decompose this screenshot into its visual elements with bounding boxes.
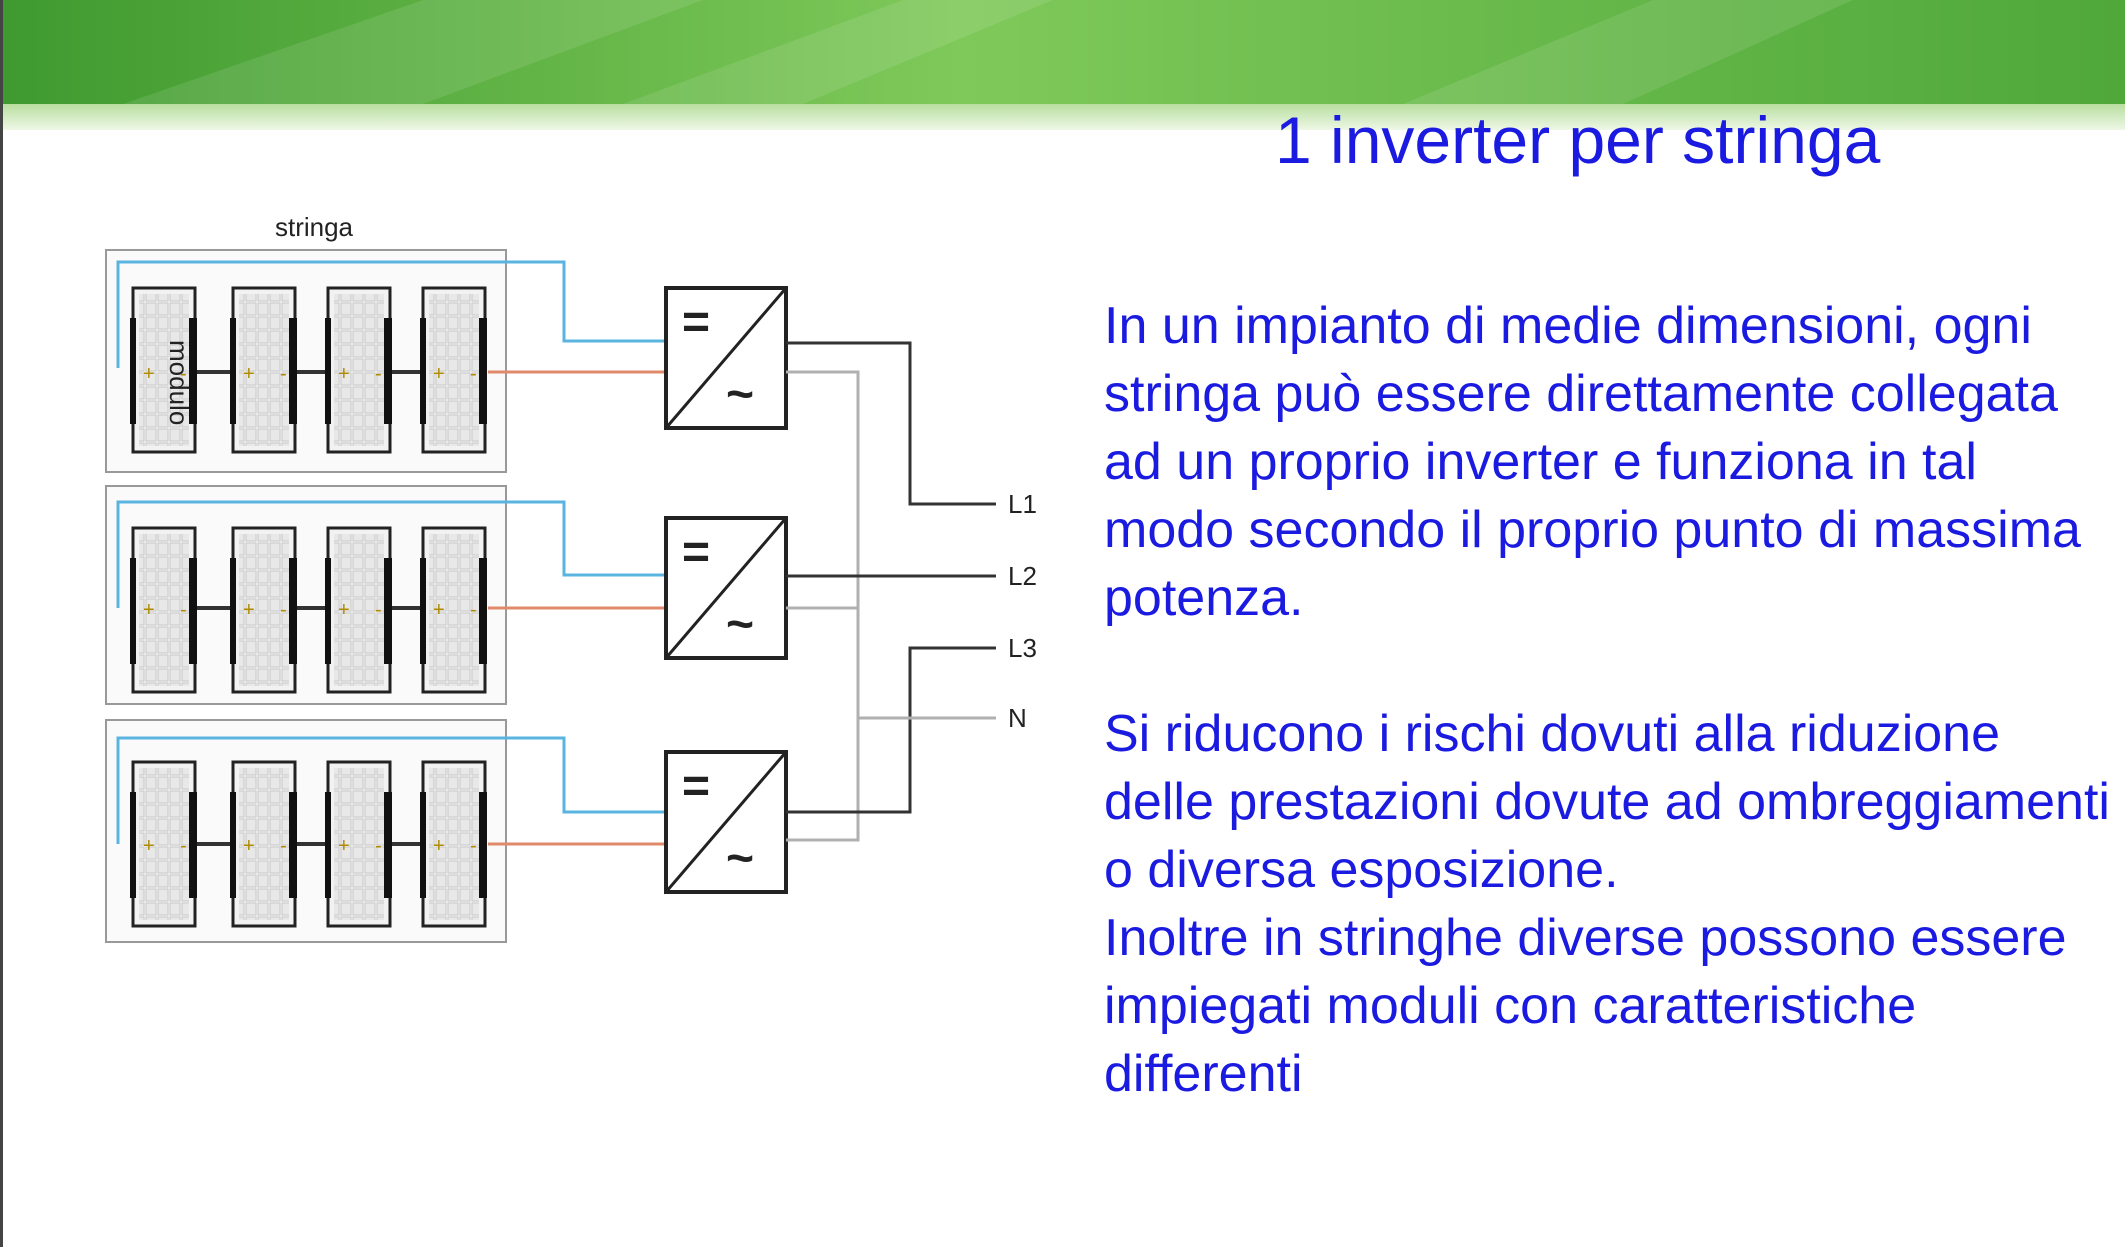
pv-module xyxy=(323,760,394,928)
line-n-label: N xyxy=(1008,703,1027,733)
plus-sign: + xyxy=(243,363,255,385)
plus-sign: + xyxy=(338,835,350,857)
plus-sign: + xyxy=(143,835,155,857)
plus-sign: + xyxy=(143,363,155,385)
plus-sign: + xyxy=(433,363,445,385)
minus-sign: - xyxy=(375,835,382,857)
string-inverter-diagram: stringa modulo + - + - + - + - = ~ xyxy=(105,212,1037,943)
paragraph-2: Si riducono i rischi dovuti alla riduzio… xyxy=(1104,705,2110,899)
plus-sign: + xyxy=(243,835,255,857)
pv-module xyxy=(128,760,199,928)
pv-module xyxy=(228,286,299,454)
paragraph-1: In un impianto di medie dimensioni, ogni… xyxy=(1104,297,2081,627)
minus-sign: - xyxy=(180,363,187,385)
minus-sign: - xyxy=(375,363,382,385)
module-label: modulo xyxy=(164,340,194,425)
plus-sign: + xyxy=(433,835,445,857)
minus-sign: - xyxy=(180,835,187,857)
ac-symbol: ~ xyxy=(726,368,754,421)
plus-sign: + xyxy=(338,363,350,385)
line-l2-label: L2 xyxy=(1008,561,1037,591)
string-label: stringa xyxy=(275,212,354,242)
line-l3-label: L3 xyxy=(1008,633,1037,663)
string-row-2: + - + - + - + - = ~ xyxy=(105,485,788,705)
plus-sign: + xyxy=(143,599,155,621)
ac-symbol: ~ xyxy=(726,832,754,885)
pv-module xyxy=(418,526,489,694)
pv-module xyxy=(228,526,299,694)
minus-sign: - xyxy=(470,599,477,621)
string-row-3: + - + - + - + - = ~ xyxy=(105,719,788,943)
minus-sign: - xyxy=(280,599,287,621)
ac-symbol: ~ xyxy=(726,598,754,651)
plus-sign: + xyxy=(433,599,445,621)
paragraph-3: Inoltre in stringhe diverse possono esse… xyxy=(1104,909,2067,1103)
paragraph-gap xyxy=(1104,632,2114,700)
slide-title: 1 inverter per stringa xyxy=(1275,103,1881,177)
dc-symbol: = xyxy=(682,296,710,349)
minus-sign: - xyxy=(280,835,287,857)
minus-sign: - xyxy=(280,363,287,385)
header-banner xyxy=(3,0,2125,130)
dc-symbol: = xyxy=(682,526,710,579)
pv-module xyxy=(323,286,394,454)
minus-sign: - xyxy=(375,599,382,621)
ac-bus xyxy=(786,341,996,842)
pv-module xyxy=(323,526,394,694)
body-text: In un impianto di medie dimensioni, ogni… xyxy=(1104,292,2114,1108)
minus-sign: - xyxy=(180,599,187,621)
string-row-1: modulo + - + - + - + - = ~ xyxy=(105,249,788,473)
line-l1-label: L1 xyxy=(1008,489,1037,519)
plus-sign: + xyxy=(338,599,350,621)
minus-sign: - xyxy=(470,363,477,385)
pv-module xyxy=(228,760,299,928)
plus-sign: + xyxy=(243,599,255,621)
pv-module xyxy=(128,526,199,694)
minus-sign: - xyxy=(470,835,477,857)
pv-module xyxy=(418,286,489,454)
dc-symbol: = xyxy=(682,760,710,813)
pv-module xyxy=(418,760,489,928)
